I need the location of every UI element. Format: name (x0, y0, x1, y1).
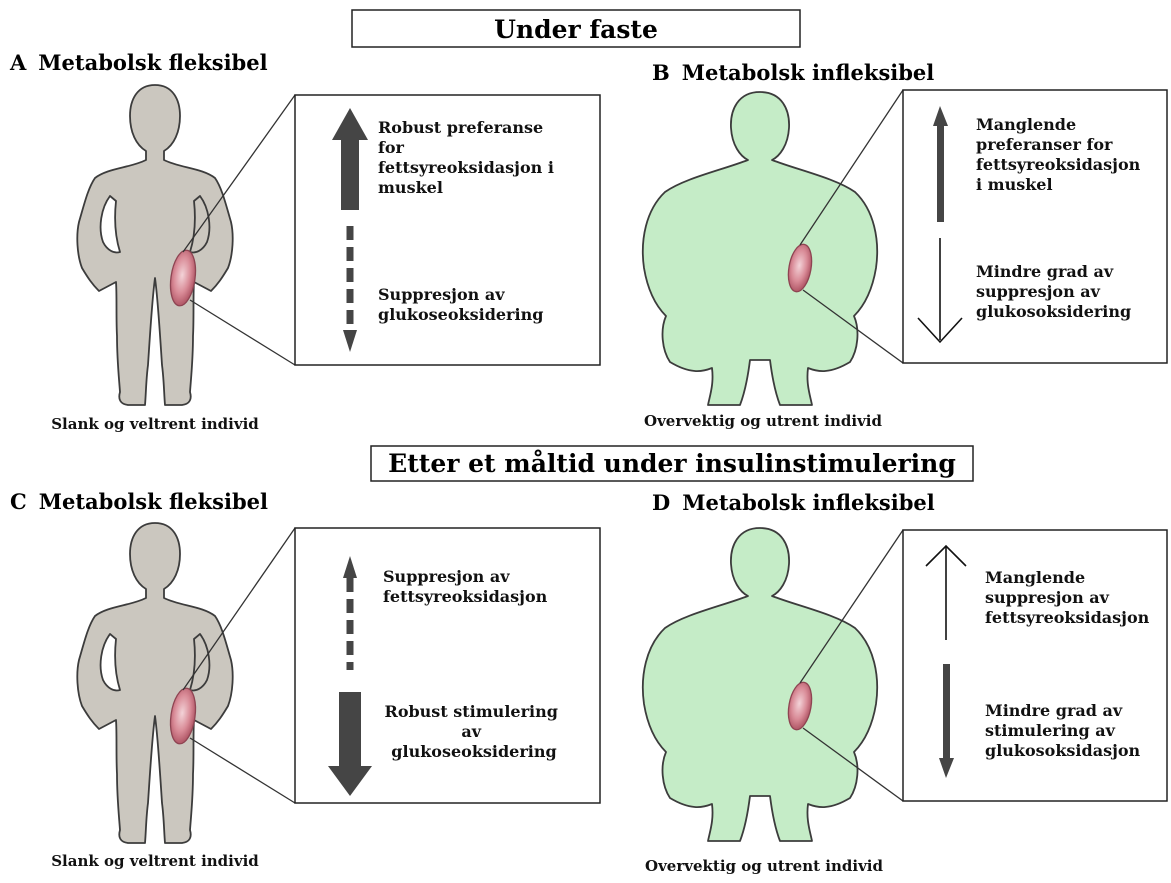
panel-d-lower-text: Mindre grad av stimulering av glukosoksi… (985, 701, 1141, 760)
lean-body-figure (77, 85, 232, 405)
lean-body-figure (77, 523, 232, 843)
panel-c-caption: Slank og veltrent individ (51, 852, 259, 870)
panel-a-caption: Slank og veltrent individ (51, 415, 259, 433)
obese-body-figure (643, 528, 877, 841)
fasting-title: Under faste (494, 15, 658, 44)
panel-d-caption: Overvektig og utrent individ (645, 857, 883, 875)
fed-title: Etter et måltid under insulinstimulering (388, 449, 956, 478)
panel-b-caption: Overvektig og utrent individ (644, 412, 882, 430)
obese-body-figure (643, 92, 877, 405)
